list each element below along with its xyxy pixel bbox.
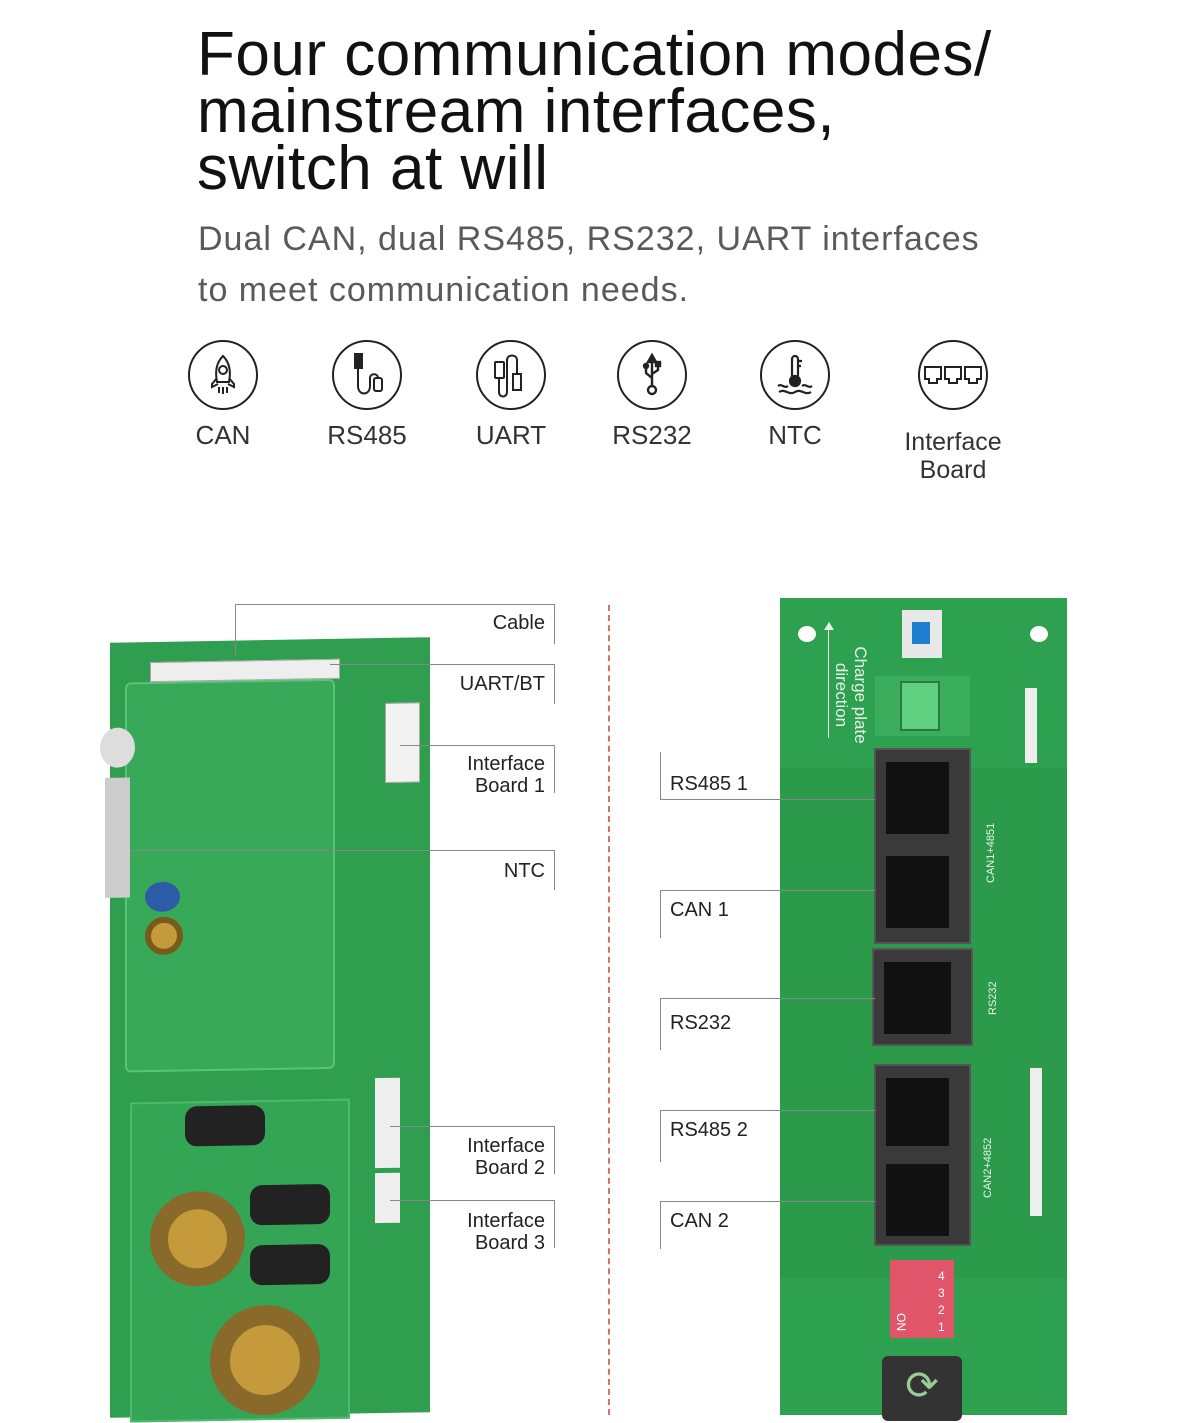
callout-line: Interface (467, 1210, 545, 1232)
capacitor (250, 1183, 330, 1226)
mount-hole (1030, 626, 1048, 642)
feature-label-line: Interface (904, 428, 1002, 456)
divider-line (608, 605, 610, 1415)
thermometer-icon (760, 340, 830, 410)
usb-icon (617, 340, 687, 410)
rj45-dual-port-2 (874, 1064, 971, 1246)
cable-connector (150, 658, 340, 683)
callout-line: Board 2 (474, 1157, 545, 1179)
interface-board-1 (125, 678, 335, 1073)
feature-ntc: NTC (715, 340, 875, 450)
callout-rs485-2: RS485 2 (670, 1119, 748, 1141)
title-line: switch at will (197, 134, 549, 203)
dip-number: 4 (938, 1269, 945, 1283)
uart-connector (385, 702, 420, 783)
callout-rs485-1: RS485 1 (670, 773, 748, 795)
callout-line: Interface (467, 1135, 545, 1157)
dip-on-label: ON (894, 1313, 908, 1331)
title-line: Four communication modes/ (197, 20, 992, 89)
callout-line: Board 3 (474, 1232, 545, 1254)
rj45-dual-port-1 (874, 748, 971, 944)
rocket-icon (188, 340, 258, 410)
callout-cable: Cable (492, 612, 545, 634)
subtitle-line: to meet communication needs. (198, 271, 690, 309)
dip-number: 1 (938, 1320, 945, 1334)
feature-label: CAN (195, 420, 251, 450)
main-pcb-image (100, 637, 430, 1423)
interface-board-2-connector (375, 1077, 400, 1169)
silkscreen-rs232: RS232 (987, 981, 999, 1015)
dip-number: 2 (938, 1303, 945, 1317)
arrow-head-icon (824, 622, 834, 630)
subtitle-line: Dual CAN, dual RS485, RS232, UART interf… (198, 220, 980, 258)
dip-switch[interactable]: ON 1 2 3 4 (890, 1260, 954, 1338)
silkscreen-line: direction (832, 662, 851, 728)
feature-uart: UART (431, 340, 591, 450)
page-title: Four communication modes/ mainstream int… (197, 20, 1097, 203)
silkscreen-line: Charge plate (851, 646, 870, 744)
callout-ntc: NTC (503, 860, 545, 882)
feature-rs232: RS232 (572, 340, 732, 450)
callout-line: Interface (467, 753, 545, 775)
callout-rs232: RS232 (670, 1012, 732, 1034)
callout-uart-bt: UART/BT (459, 673, 545, 695)
dip-number: 3 (938, 1286, 945, 1300)
feature-label: RS232 (612, 420, 692, 450)
feature-can: CAN (143, 340, 303, 450)
feature-label: UART (475, 420, 547, 450)
ethernet-ports-icon (918, 340, 988, 410)
callout-line: Board 1 (474, 775, 545, 797)
ntc-connector (105, 777, 130, 898)
feature-label-line: Board (919, 456, 987, 484)
silkscreen-can1-4851: CAN1+4851 (985, 822, 997, 884)
feature-rs485: RS485 (287, 340, 447, 450)
capacitor (250, 1243, 330, 1286)
capacitor (185, 1105, 265, 1147)
usb-cable-icon (476, 340, 546, 410)
title-line: mainstream interfaces, (197, 77, 836, 146)
callout-can-2: CAN 2 (670, 1210, 729, 1232)
pin-header (1030, 1068, 1042, 1216)
power-terminal (875, 676, 970, 736)
silkscreen-can2-4852: CAN2+4852 (982, 1137, 994, 1199)
mount-hole (798, 626, 816, 642)
interface-board-3-connector (375, 1172, 400, 1224)
rotate-switch-icon: ⟳ (882, 1356, 962, 1421)
callout-can-1: CAN 1 (670, 899, 729, 921)
feature-label: NTC (768, 420, 822, 450)
arrow-up-icon (828, 628, 829, 738)
subtitle: Dual CAN, dual RS485, RS232, UART interf… (198, 214, 980, 316)
reset-button (902, 610, 942, 658)
feature-label: RS485 (327, 420, 407, 450)
rj45-port-rs232 (872, 948, 973, 1046)
cable-icon (332, 340, 402, 410)
pin-header (1025, 688, 1037, 763)
